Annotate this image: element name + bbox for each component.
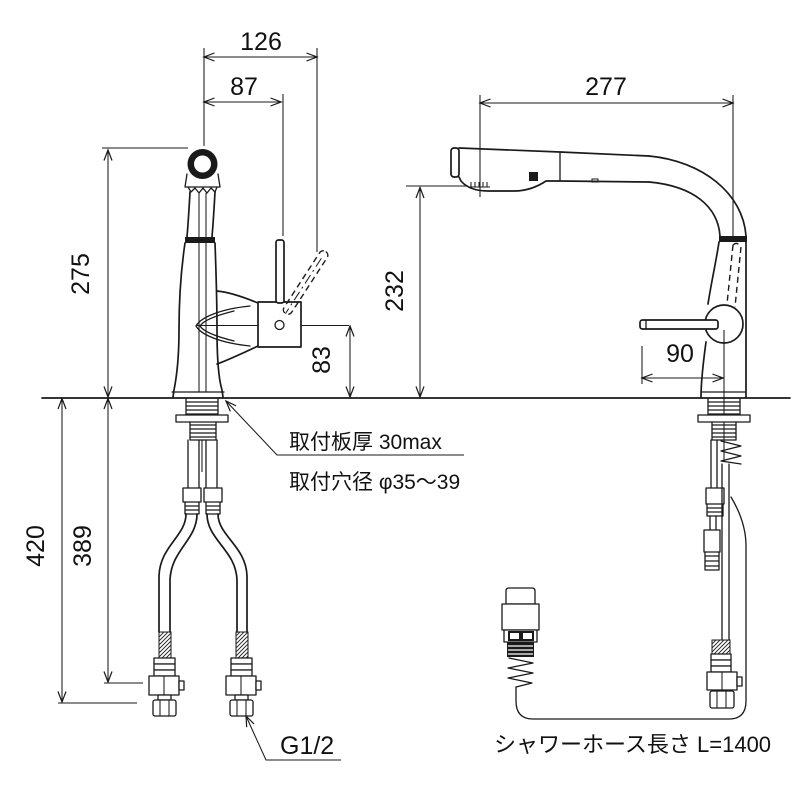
side-hoses [703, 439, 743, 709]
front-hose-fitting-left [148, 675, 185, 717]
dim-label-90: 90 [666, 340, 694, 368]
thread-size-label: G1/2 [280, 732, 334, 760]
dim-side-spout-reach: 277 [480, 73, 733, 236]
front-spout-head [184, 149, 221, 194]
dim-side-handle-reach: 90 [642, 340, 723, 384]
front-lever-rod [275, 239, 285, 304]
side-view [450, 147, 751, 720]
dim-label-83: 83 [308, 346, 336, 374]
dim-front-spout-height: 275 [67, 147, 188, 397]
dim-label-126: 126 [240, 28, 282, 56]
side-spray-head [450, 147, 650, 192]
front-joint-band [185, 237, 215, 243]
shower-hose-length-label: シャワーホース長さ L=1400 [494, 732, 771, 757]
front-mounting-hardware [175, 397, 229, 441]
front-handle [196, 239, 349, 365]
side-lever [639, 319, 719, 330]
front-hose-fitting-right [225, 675, 262, 717]
front-view [148, 149, 349, 717]
dimensions: 126 87 275 83 420 389 277 [22, 28, 733, 704]
annotation-shower-hose: シャワーホース長さ L=1400 [494, 732, 771, 757]
dim-label-87: 87 [230, 73, 258, 101]
mount-hole-label: 取付穴径 φ35〜39 [289, 471, 460, 494]
shower-hose-loop [515, 496, 747, 720]
dim-side-clearance-height: 232 [381, 185, 468, 397]
dim-label-420: 420 [22, 525, 50, 567]
front-neck [186, 191, 216, 238]
annotation-thread: G1/2 [246, 716, 341, 761]
dim-label-389: 389 [69, 525, 97, 567]
side-joint-band [719, 236, 747, 242]
annotation-mounting: 取付板厚 30max 取付穴径 φ35〜39 [226, 401, 464, 494]
side-spout-curve [648, 155, 747, 237]
side-mounting-hardware [697, 397, 751, 441]
dim-front-total-width: 126 [204, 28, 317, 252]
annotations: 取付板厚 30max 取付穴径 φ35〜39 G1/2 シャワーホース長さ L=… [226, 401, 771, 761]
front-handle-pivot [274, 319, 285, 331]
mount-thickness-label: 取付板厚 30max [289, 431, 442, 454]
dim-label-275: 275 [67, 253, 95, 295]
dim-under-counter-total: 420 [22, 399, 137, 704]
dim-label-277: 277 [585, 73, 627, 101]
dim-front-spout-offset: 87 [204, 73, 284, 236]
dim-front-handle-height: 83 [308, 326, 350, 397]
dim-hose-length: 389 [69, 399, 143, 684]
side-hose-fitting [706, 671, 743, 709]
front-supply-hoses [148, 439, 262, 717]
dim-label-232: 232 [381, 270, 409, 312]
front-body [171, 242, 251, 398]
shower-hose-connector [501, 587, 540, 688]
side-body [639, 241, 747, 460]
